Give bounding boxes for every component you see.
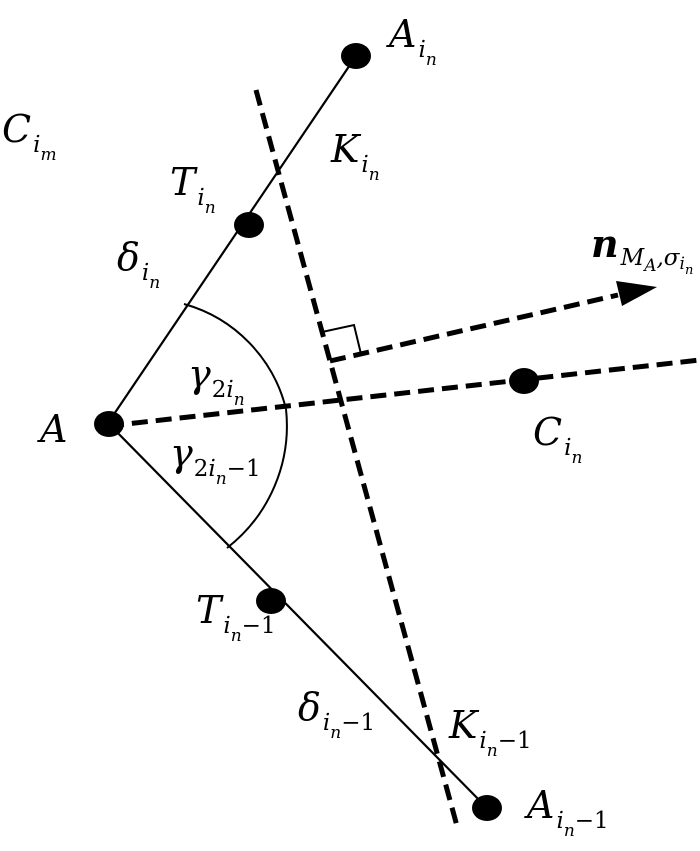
label-k-in-1: Kin−1 [448,703,532,761]
dashed-line-k [253,89,460,827]
label-k-in: Kin [330,127,380,185]
label-delta-in: δin [117,235,160,293]
point-t-in [234,212,264,238]
label-c-im: Cim [2,107,57,165]
label-gamma-2in-1: γ2in−1 [170,431,261,489]
label-c-in: Cin [533,410,582,468]
label-t-in: Tin [170,160,216,218]
label-gamma-2in: γ2in [188,352,245,410]
segment-a-to-a-in-minus-1 [107,422,488,809]
arrowhead-icon [616,281,657,306]
point-a [94,411,124,437]
label-a-in-1: Ain−1 [524,783,609,841]
angle-arc-gamma-2in-1 [226,408,288,549]
segment-a-to-a-in [107,55,357,424]
point-c-in [509,368,539,394]
point-a-in [341,43,371,69]
point-a-in-1 [472,795,502,821]
angle-arc-gamma-2in [183,303,287,410]
label-delta-in-1: δin−1 [298,685,375,743]
label-t-in-1: Tin−1 [196,588,276,646]
label-a-in: Ain [386,12,437,70]
label-a: A [37,407,67,451]
dashed-line-a-to-c [107,357,700,429]
label-normal-vector: nMA,σin [591,221,693,278]
dashed-normal-vector [329,292,619,364]
right-angle-mark [321,323,362,355]
point-t-in-1 [256,588,286,614]
